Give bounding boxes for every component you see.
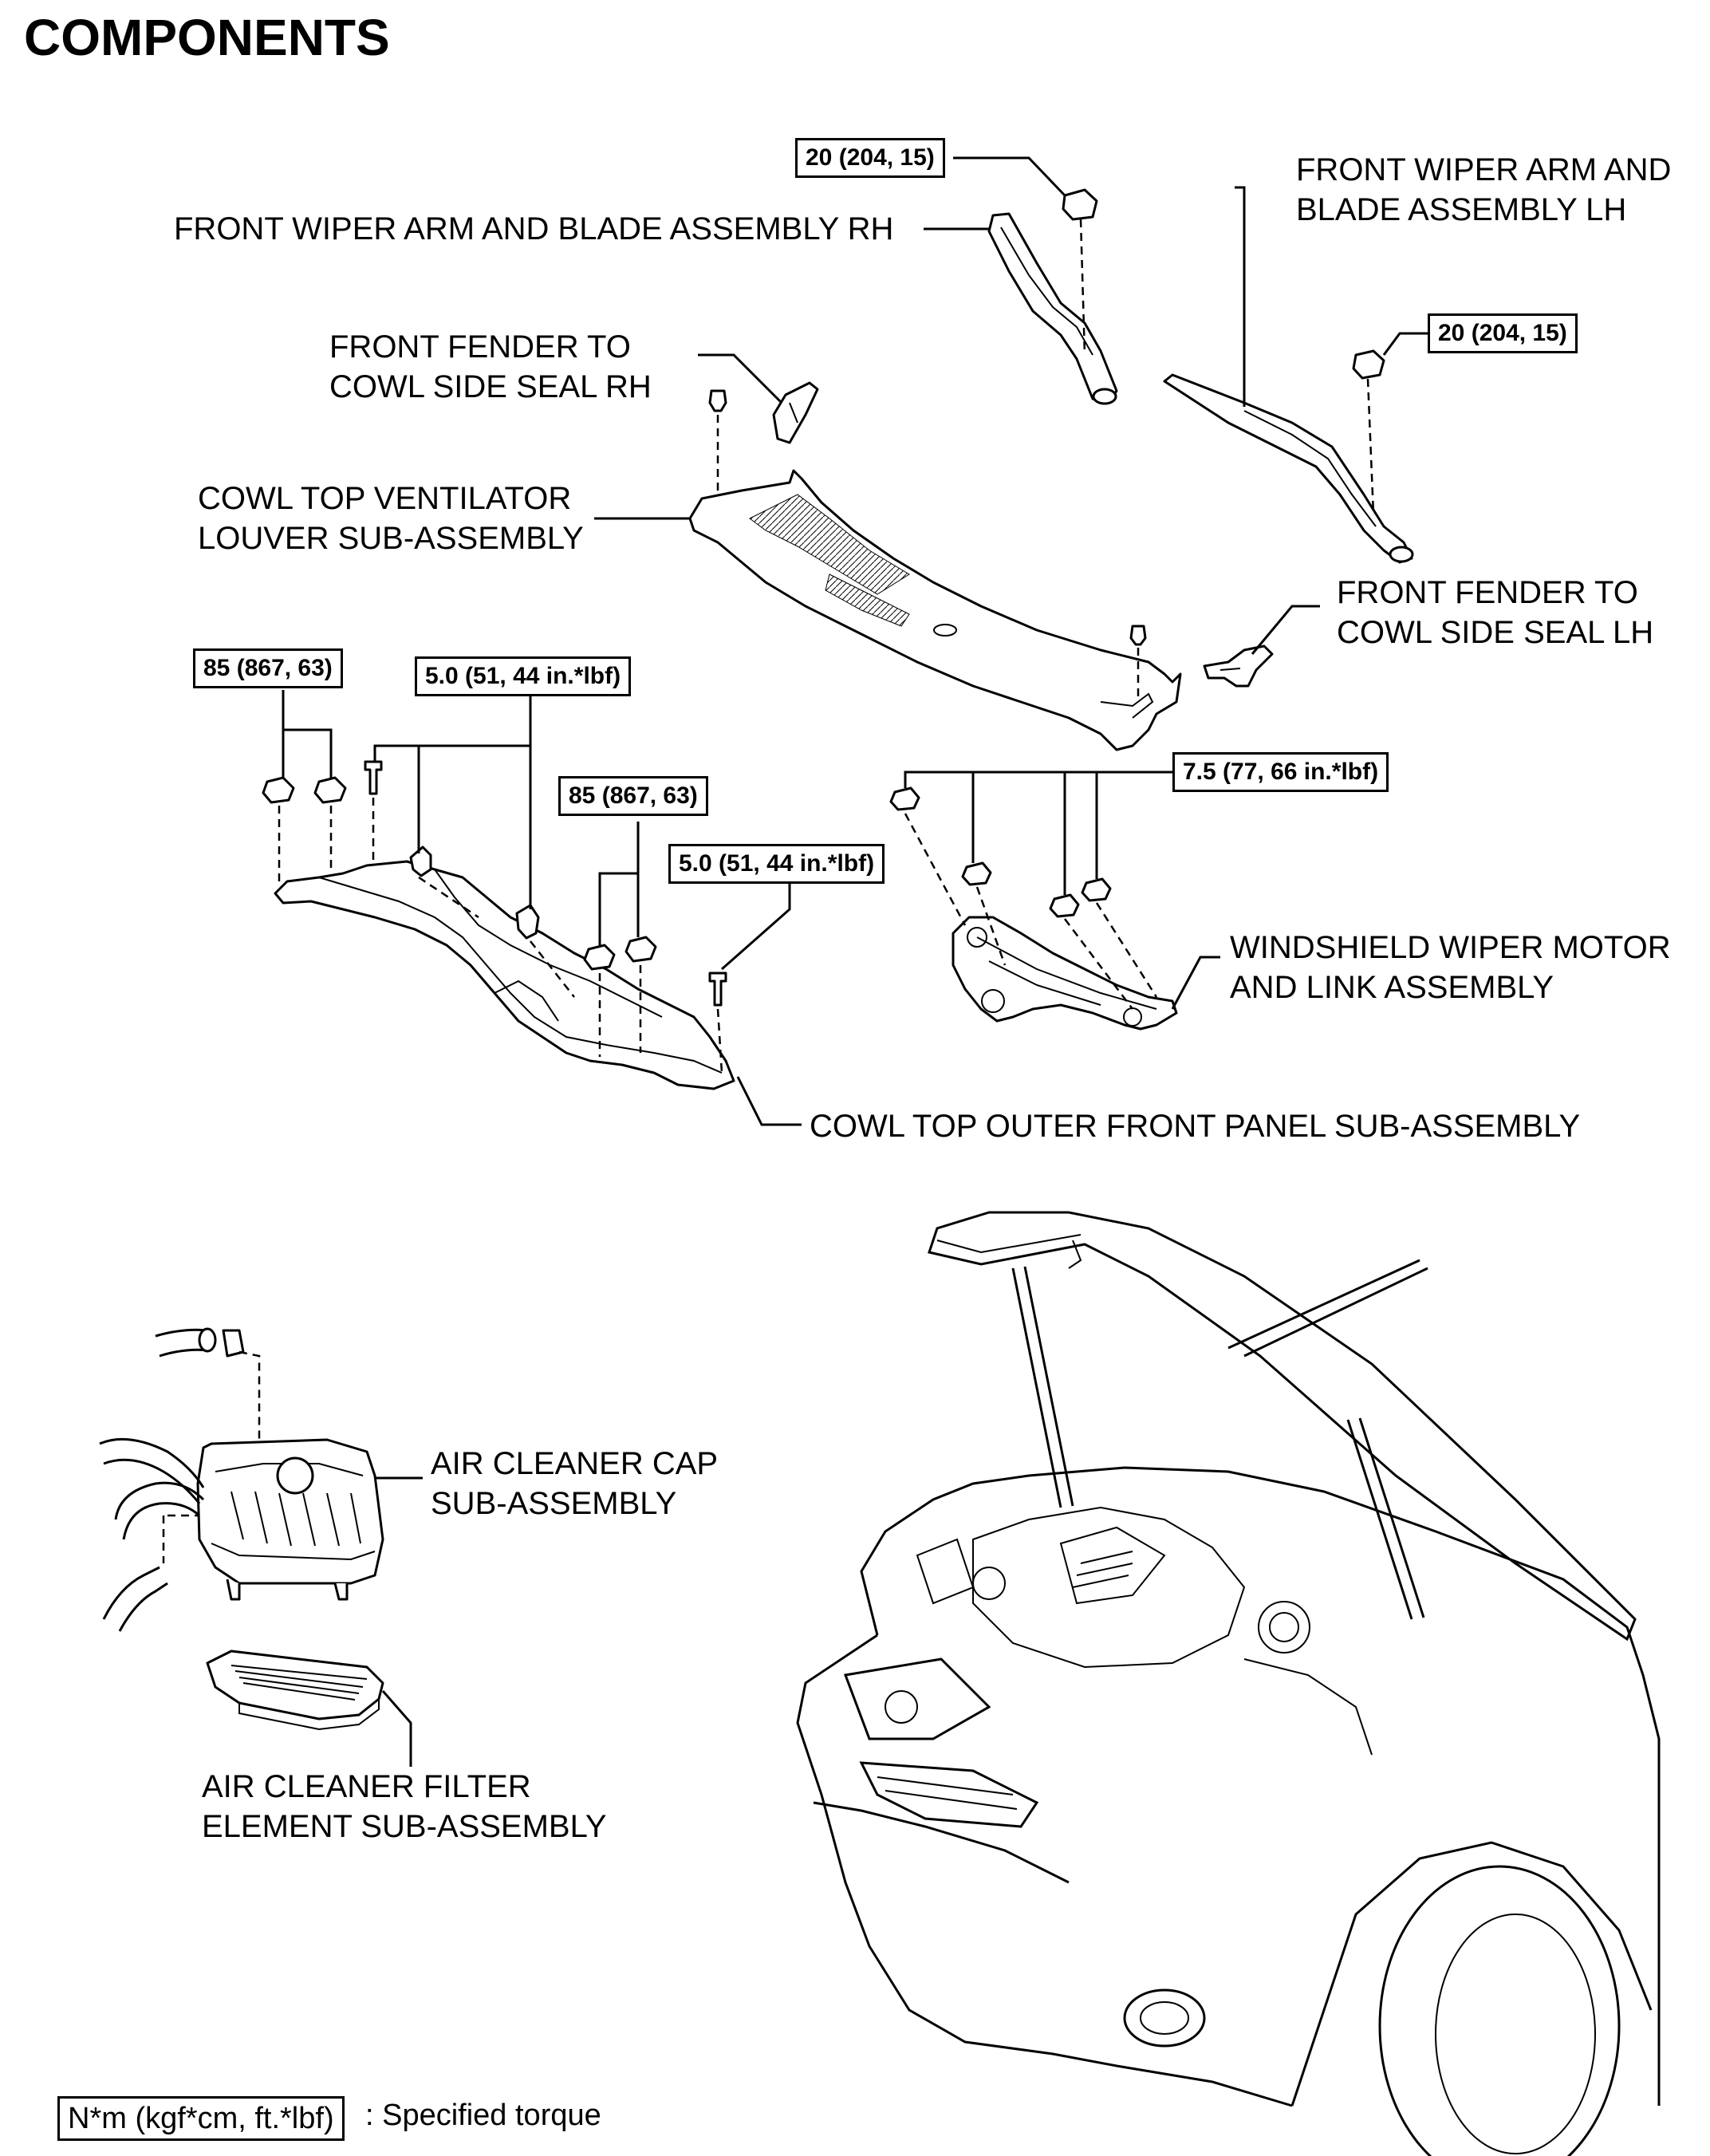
label-cap-line1: AIR CLEANER CAP xyxy=(431,1446,719,1481)
torque-wiper-rh-nut: 20 (204, 15) xyxy=(795,138,945,178)
torque-panel-bolts-left: 5.0 (51, 44 in.*lbf) xyxy=(415,656,632,696)
cowl-louver-drawing xyxy=(594,471,1180,750)
air-cleaner-cap-drawing xyxy=(100,1329,423,1631)
torque-panel-bolt-right: 5.0 (51, 44 in.*lbf) xyxy=(668,844,885,884)
cowl-side-seal-rh-drawing xyxy=(698,355,818,495)
label-seal-lh-line1: FRONT FENDER TO xyxy=(1337,575,1638,610)
legend-torque-text: : Specified torque xyxy=(365,2099,601,2132)
air-filter-drawing xyxy=(207,1651,411,1767)
torque-wiper-lh-nut: 20 (204, 15) xyxy=(1428,313,1578,353)
label-outer-panel: COWL TOP OUTER FRONT PANEL SUB-ASSEMBLY xyxy=(810,1109,1581,1144)
wiper-arm-lh-drawing xyxy=(1164,187,1428,562)
label-louver-line1: COWL TOP VENTILATOR xyxy=(198,481,572,516)
label-wiper-lh-line2: BLADE ASSEMBLY LH xyxy=(1296,192,1627,227)
label-wiper-lh-line1: FRONT WIPER ARM AND xyxy=(1296,152,1672,187)
torque-motor-bolts: 7.5 (77, 66 in.*lbf) xyxy=(1172,752,1389,792)
legend-torque-unit-box: N*m (kgf*cm, ft.*lbf) xyxy=(57,2096,345,2141)
label-cap-line2: SUB-ASSEMBLY xyxy=(431,1486,677,1521)
label-seal-rh-line1: FRONT FENDER TO xyxy=(329,329,631,365)
label-louver-line2: LOUVER SUB-ASSEMBLY xyxy=(198,521,584,556)
torque-panel-nuts-left: 85 (867, 63) xyxy=(193,648,343,688)
label-motor-line2: AND LINK ASSEMBLY xyxy=(1230,970,1554,1005)
cowl-outer-panel-drawing xyxy=(263,690,802,1125)
page-title: COMPONENTS xyxy=(24,9,390,66)
label-filter-line2: ELEMENT SUB-ASSEMBLY xyxy=(202,1809,607,1844)
label-filter-line1: AIR CLEANER FILTER xyxy=(202,1769,531,1804)
cowl-side-seal-lh-drawing xyxy=(1204,606,1320,686)
label-seal-rh-line2: COWL SIDE SEAL RH xyxy=(329,369,652,404)
wiper-motor-link-drawing xyxy=(891,772,1220,1029)
torque-panel-nuts-right: 85 (867, 63) xyxy=(558,776,708,816)
label-motor-line1: WINDSHIELD WIPER MOTOR xyxy=(1230,930,1671,965)
vehicle-outline-drawing xyxy=(798,1212,1659,2156)
label-wiper-rh: FRONT WIPER ARM AND BLADE ASSEMBLY RH xyxy=(174,211,894,246)
label-seal-lh-line2: COWL SIDE SEAL LH xyxy=(1337,615,1654,650)
wiper-arm-rh-drawing xyxy=(924,158,1117,404)
